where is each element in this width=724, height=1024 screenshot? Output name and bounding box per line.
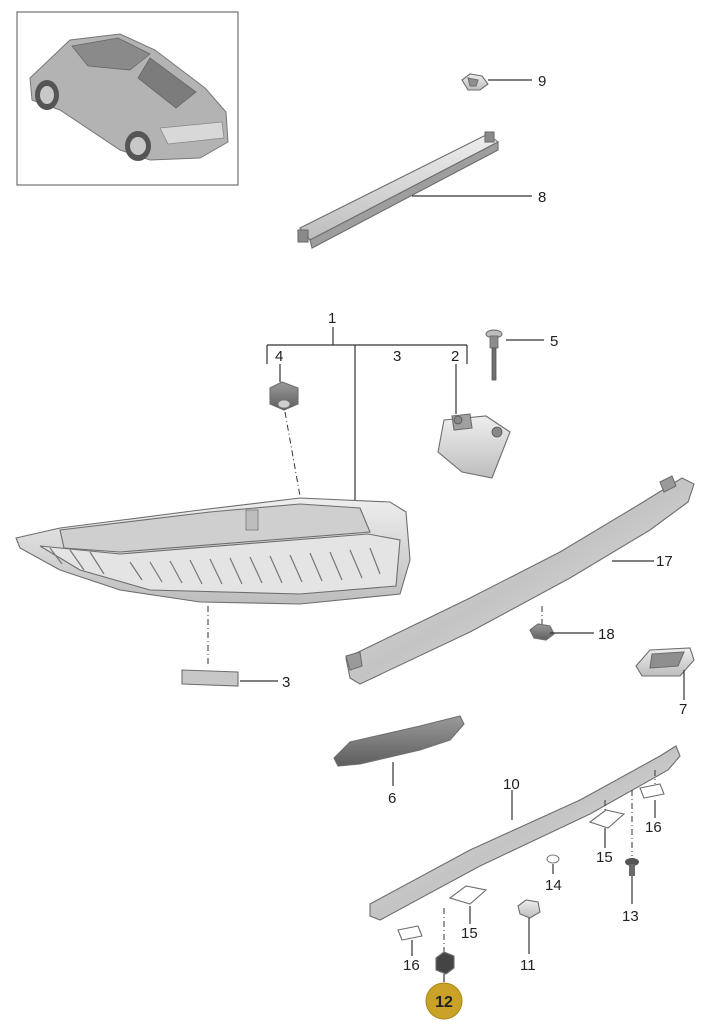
callout-16-left[interactable]: 16	[403, 957, 420, 974]
callout-13[interactable]: 13	[622, 908, 639, 925]
part-4-socket	[269, 381, 299, 411]
callout-8[interactable]: 8	[538, 189, 546, 206]
part-4-axis	[284, 411, 301, 497]
callout-14[interactable]: 14	[545, 877, 562, 894]
callout-10[interactable]: 10	[503, 776, 520, 793]
callout-3-bottom[interactable]: 3	[282, 674, 290, 691]
tail-light-louvers	[49, 547, 381, 585]
part-6-reflector	[333, 715, 465, 767]
part-11-nut	[517, 899, 541, 919]
leader-lines	[240, 79, 685, 982]
vehicle-thumbnail	[16, 11, 239, 186]
part-9-clip	[461, 73, 489, 91]
part-10-trim	[369, 745, 681, 921]
tail-light-assembly	[15, 497, 411, 605]
part-16-grommet-right	[639, 783, 665, 799]
callout-16-right[interactable]: 16	[645, 819, 662, 836]
callout-11[interactable]: 11	[520, 957, 536, 974]
highlight-badge	[425, 982, 463, 1020]
group-1-bracket	[266, 327, 468, 505]
callout-1[interactable]: 1	[328, 310, 336, 327]
part-17-light-bar	[345, 475, 695, 685]
part-8-strip	[297, 131, 500, 249]
callout-3-top[interactable]: 3	[393, 348, 401, 365]
callout-18[interactable]: 18	[598, 626, 615, 643]
part-5-bolt	[485, 329, 503, 381]
part-18-nut	[529, 623, 555, 641]
part-2-bracket	[437, 413, 511, 479]
callout-7[interactable]: 7	[679, 701, 687, 718]
part-15-pad-left	[448, 885, 488, 905]
callout-4[interactable]: 4	[275, 348, 283, 365]
callout-12[interactable]: 12	[435, 994, 453, 1011]
callout-5[interactable]: 5	[550, 333, 558, 350]
part-7-license-lamp	[635, 647, 695, 677]
callout-15-left[interactable]: 15	[461, 925, 478, 942]
part-3-gasket	[181, 669, 239, 687]
part-14-washer	[546, 854, 560, 864]
car-rear-view-icon	[29, 33, 229, 161]
callout-6[interactable]: 6	[388, 790, 396, 807]
callout-17[interactable]: 17	[656, 553, 673, 570]
part-13-screw	[625, 858, 639, 876]
part-15-pad-right	[588, 809, 626, 829]
part-16-grommet-left	[397, 925, 423, 941]
callout-2[interactable]: 2	[451, 348, 459, 365]
callout-labels: 9 8 1 5 4 3 2 17 18 3 7 10 6 16 15 14 13…	[275, 73, 687, 974]
callout-9[interactable]: 9	[538, 73, 546, 90]
part-12-clip	[435, 951, 455, 975]
callout-12-badge[interactable]: 12	[425, 982, 463, 1020]
callout-15-right[interactable]: 15	[596, 849, 613, 866]
